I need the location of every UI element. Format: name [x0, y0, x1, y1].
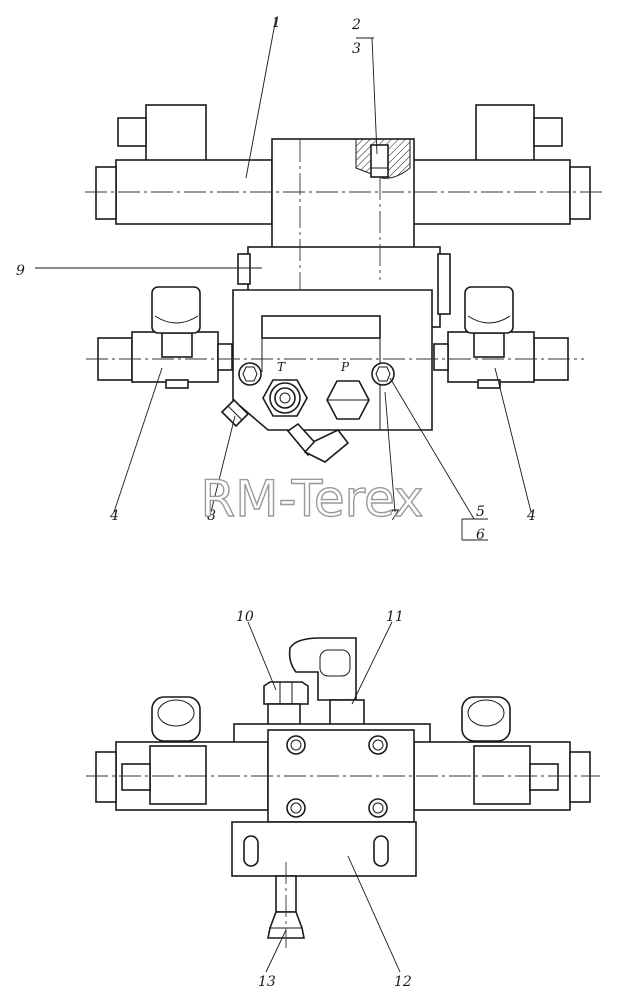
bottom-right-coil-face — [473, 745, 531, 805]
base-left-lug — [237, 253, 251, 285]
port-p-label: P — [340, 360, 350, 374]
bottom-left-end-cap — [95, 751, 117, 803]
bolt-head-left — [238, 362, 262, 386]
fitting-8 — [220, 398, 250, 428]
left-solenoid-plug — [117, 117, 147, 147]
right-tube-end-cap — [569, 166, 591, 220]
callout-13: 13 — [258, 974, 276, 990]
right-connector-4 — [433, 286, 569, 389]
fitting-10 — [263, 681, 309, 727]
slot-left — [243, 835, 259, 867]
face-bolts — [286, 735, 388, 818]
callout-12: 12 — [394, 974, 412, 990]
top-view — [35, 17, 605, 541]
callout-10: 10 — [236, 609, 254, 625]
bottom-view — [86, 621, 600, 973]
left-tube-end-cap — [95, 166, 117, 220]
left-connector-4 — [97, 286, 233, 389]
port-p-plug — [326, 380, 370, 420]
slot-right — [373, 835, 389, 867]
hose-barb-13 — [267, 875, 305, 939]
watermark: RM-Terex — [200, 470, 423, 528]
callout-9: 9 — [16, 263, 25, 279]
bottom-left-plug — [121, 763, 151, 791]
callout-4-left: 4 — [109, 508, 119, 524]
right-solenoid-plug — [533, 117, 563, 147]
cap-right-coil — [461, 696, 511, 742]
base-right-lug — [437, 253, 451, 315]
cap-left-coil — [151, 696, 201, 742]
port-t-label: T — [277, 360, 286, 374]
bottom-right-end-cap — [569, 751, 591, 803]
callout-3: 3 — [352, 41, 361, 57]
callout-11: 11 — [386, 609, 404, 625]
bolt-head-5 — [371, 362, 395, 386]
callout-1: 1 — [272, 15, 281, 31]
callout-4-right: 4 — [526, 508, 536, 524]
callout-2: 2 — [351, 17, 361, 33]
subplate-clamp — [261, 315, 381, 339]
bottom-right-plug — [529, 763, 559, 791]
left-solenoid-coil — [145, 104, 207, 164]
callout-7: 7 — [390, 508, 399, 524]
elbow-fitting-11 — [288, 637, 365, 727]
bottom-left-coil-face — [149, 745, 207, 805]
callout-6: 6 — [476, 527, 485, 543]
right-solenoid-coil — [475, 104, 535, 164]
callout-5: 5 — [476, 504, 485, 520]
angled-fitting-7 — [286, 422, 350, 463]
port-t-fitting — [262, 379, 308, 417]
set-screw-2 — [370, 144, 389, 178]
callout-8: 8 — [207, 508, 216, 524]
